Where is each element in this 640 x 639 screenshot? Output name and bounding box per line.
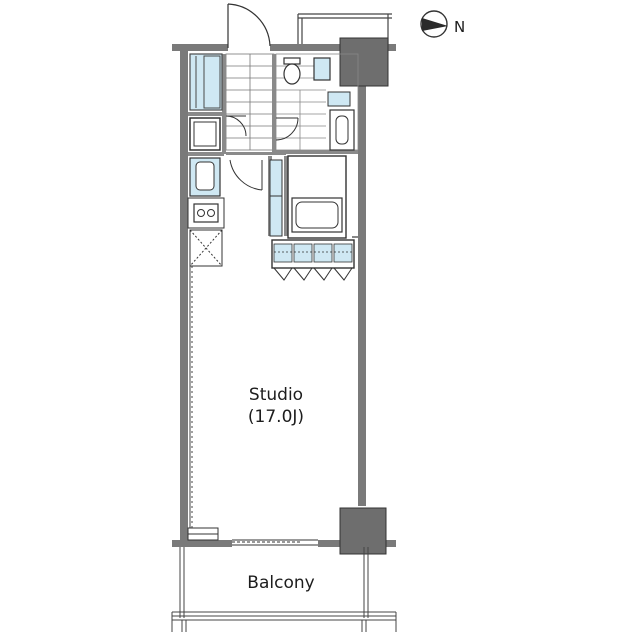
toilet-door-icon xyxy=(275,117,299,141)
sink-icon xyxy=(329,109,355,151)
balcony-area xyxy=(171,547,397,632)
toilet-cabinet xyxy=(313,57,331,81)
bathtub-icon xyxy=(287,155,347,239)
north-arrow-icon: N xyxy=(420,10,465,38)
closet-unit xyxy=(271,239,355,281)
kitchen-counter xyxy=(187,197,225,229)
pipe-shaft-bottom xyxy=(339,507,387,555)
storage-closet xyxy=(189,229,223,267)
sliding-door-panels xyxy=(269,159,283,237)
entrance-door-icon xyxy=(227,3,271,48)
stove-icon xyxy=(193,203,219,223)
hand-sink-icon xyxy=(327,91,351,107)
corridor-door-icon xyxy=(225,115,247,137)
kitchen-sink-icon xyxy=(189,157,221,197)
compass-label: N xyxy=(454,18,465,36)
balcony-sliding-door xyxy=(187,527,318,546)
studio-size-label: (17.0J) xyxy=(248,407,304,427)
closet-wall-edge xyxy=(352,236,358,238)
pipe-shaft-top xyxy=(339,37,389,87)
toilet-icon xyxy=(283,57,301,85)
studio-label: Studio xyxy=(249,385,303,405)
shoe-closet xyxy=(189,53,223,111)
left-window xyxy=(189,266,193,528)
exterior-walls xyxy=(172,44,396,547)
entry-tile-floor xyxy=(225,53,275,151)
refrigerator-icon xyxy=(189,117,221,151)
balcony-label: Balcony xyxy=(247,573,314,593)
